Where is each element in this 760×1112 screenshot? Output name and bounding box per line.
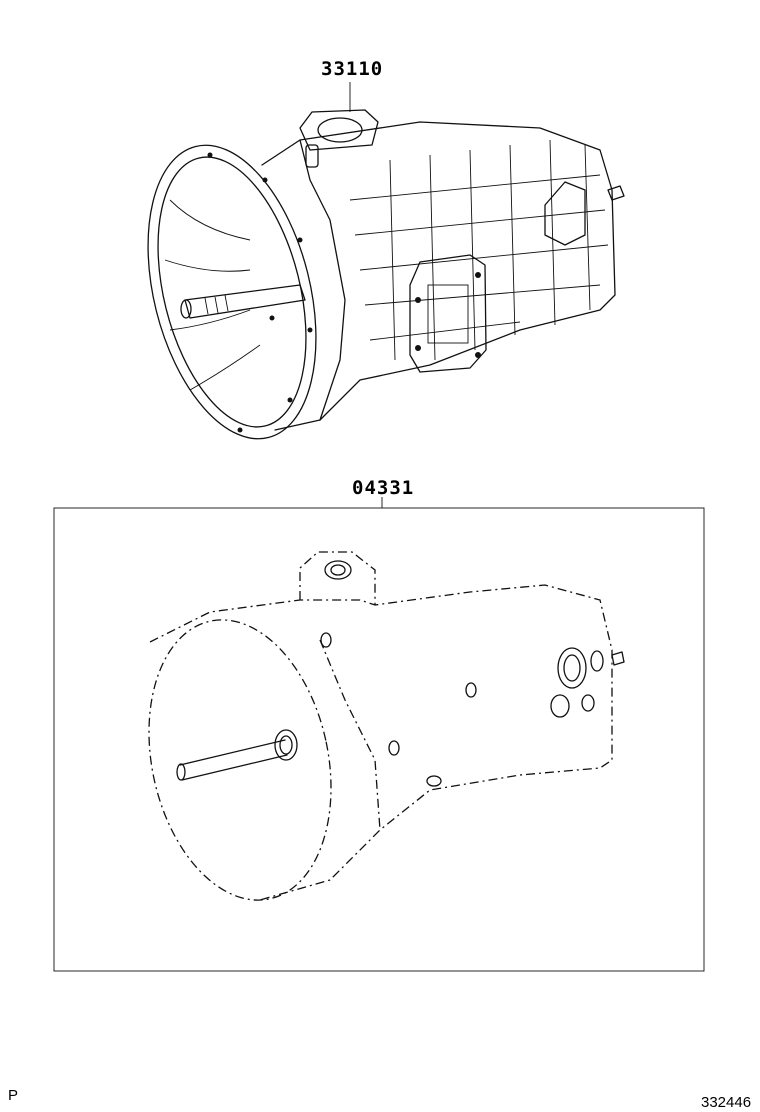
cover-bolt	[415, 297, 421, 303]
bell-bolt	[307, 327, 313, 333]
case-flange-edge	[299, 139, 346, 421]
plug-gasket	[388, 740, 400, 756]
main-case-outline	[261, 121, 616, 431]
phantom-flange-edge	[319, 639, 381, 831]
breather-pipe	[305, 144, 319, 168]
bell-bolt	[207, 152, 213, 158]
plug-gasket	[465, 682, 477, 698]
phantom-input-shaft-bottom	[181, 754, 288, 781]
bell-bolt	[269, 315, 275, 321]
phantom-input-shaft-top	[179, 739, 286, 766]
bell-bolt	[262, 177, 268, 183]
page-code: P	[8, 1087, 19, 1104]
rear-oil-seal	[557, 647, 587, 689]
input-shaft-splines	[204, 294, 229, 315]
kit-frame-box	[53, 507, 705, 972]
rear-oil-seal-inner	[563, 654, 581, 682]
part-number-33110: 33110	[321, 58, 384, 80]
phantom-bell-housing	[148, 619, 332, 901]
side-cover-plate	[409, 254, 487, 373]
bell-bolt	[237, 427, 243, 433]
illustration-id: 332446	[701, 1094, 752, 1111]
o-ring-small	[590, 650, 604, 672]
rear-flange	[544, 181, 586, 246]
bell-housing-ribs	[164, 199, 261, 391]
bell-housing-rim	[147, 144, 317, 440]
drain-plug-gasket	[426, 775, 442, 787]
transmission-assembly-drawing	[147, 82, 625, 440]
part-number-04331: 04331	[352, 477, 415, 499]
case-ribs-horizontal	[349, 174, 609, 341]
output-shaft	[607, 185, 625, 201]
overhaul-kit-drawing	[53, 497, 705, 972]
cover-bolt	[415, 345, 421, 351]
cover-bolt	[475, 272, 481, 278]
side-cover-inner	[427, 284, 469, 344]
shaft-end	[176, 763, 186, 781]
phantom-output-shaft	[611, 651, 625, 666]
bell-housing-inner-rim	[157, 156, 307, 428]
input-shaft	[184, 284, 306, 319]
bell-bolt	[297, 237, 303, 243]
shift-tower-cover	[299, 109, 379, 151]
input-oil-seal-inner	[279, 735, 293, 755]
cover-bolt	[475, 352, 481, 358]
phantom-case-outline	[149, 584, 613, 901]
shift-tower-gasket	[324, 560, 352, 580]
speedometer-seal	[581, 694, 595, 712]
plug-gasket	[320, 632, 332, 648]
shift-tower-opening	[317, 117, 363, 143]
shift-tower-gasket-inner	[330, 564, 346, 576]
input-shaft-end	[180, 299, 192, 319]
case-ribs-vertical	[389, 139, 591, 361]
bell-bolt	[287, 397, 293, 403]
o-ring-large	[550, 694, 570, 718]
input-oil-seal	[274, 729, 298, 761]
phantom-shift-tower	[299, 551, 376, 605]
